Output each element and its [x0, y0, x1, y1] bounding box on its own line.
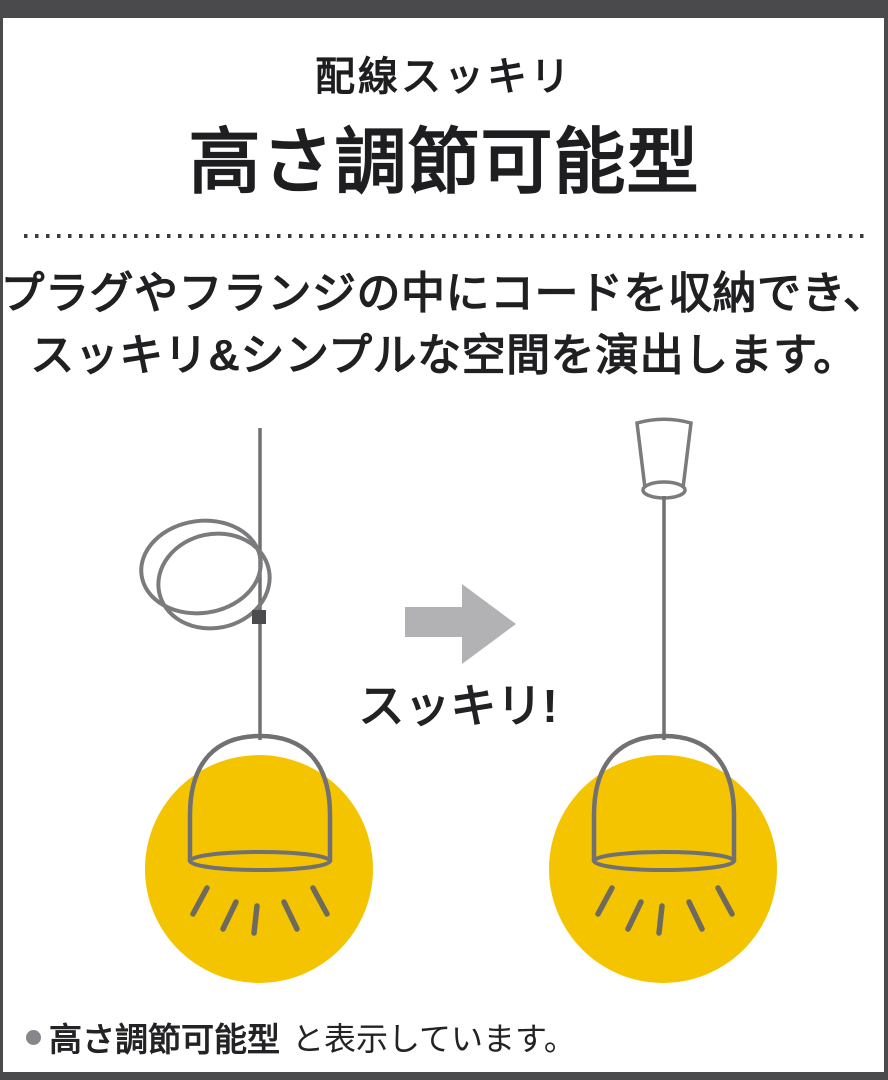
footnote-term: 高さ調節可能型 — [49, 1021, 280, 1058]
description-line-1: プラグやフランジの中にコードを収納でき、 — [0, 269, 888, 318]
lamp-shade-outline — [187, 733, 333, 862]
cord-hook-node — [252, 610, 266, 624]
lamp-shade-outline — [591, 733, 737, 862]
frame-right-border — [884, 0, 888, 1080]
feature-title: 高さ調節可能型 — [188, 123, 700, 203]
coiled-cord-loop-icon — [156, 531, 272, 631]
description-line-2: スッキリ&シンプルな空間を演出します。 — [30, 331, 858, 380]
arrow-caption: スッキリ! — [358, 680, 558, 732]
lamp-shade-rim — [592, 850, 736, 872]
lamp-shade-rim — [188, 850, 332, 872]
feature-subtitle: 配線スッキリ — [315, 55, 573, 99]
coiled-cord-loop-icon — [139, 518, 263, 616]
frame-bottom-bar — [0, 1072, 888, 1080]
arrow-right-icon — [405, 584, 516, 664]
pendant-after-illustration — [549, 417, 777, 983]
light-rays-icon — [190, 885, 330, 936]
footnote-text: と表示しています。 — [292, 1021, 576, 1057]
feature-description: プラグやフランジの中にコードを収納でき、 スッキリ&シンプルな空間を演出します。 — [0, 263, 888, 387]
ceiling-plug-outline — [635, 417, 693, 489]
frame-top-bar — [0, 0, 888, 18]
frame-left-border — [0, 0, 3, 1080]
bullet-icon — [26, 1029, 41, 1045]
light-rays-icon — [595, 885, 735, 936]
footnote: 高さ調節可能型 と表示しています。 — [26, 1014, 576, 1060]
before-after-diagram — [139, 417, 777, 983]
pendant-before-illustration — [139, 428, 373, 983]
ceiling-plug-rim — [641, 480, 687, 500]
dotted-divider — [24, 234, 866, 238]
